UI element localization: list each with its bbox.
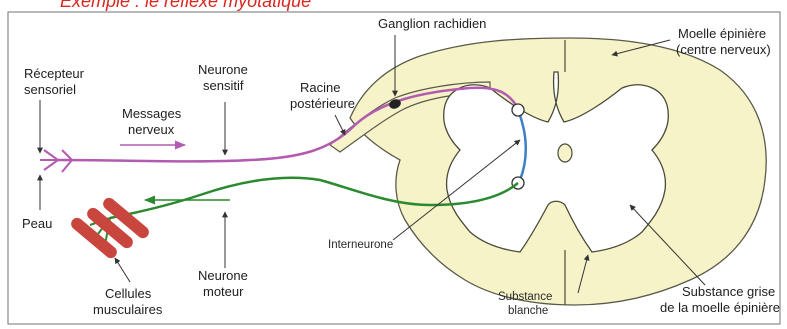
label-recepteur-2: sensoriel — [24, 82, 76, 97]
label-recepteur-1: Récepteur — [24, 66, 85, 81]
label-substance-blanche-1: Substance — [498, 291, 552, 303]
label-neurone-sensitif-1: Neurone — [198, 62, 248, 77]
label-racine-1: Racine — [300, 80, 340, 95]
label-moelle-2: (centre nerveux) — [676, 42, 771, 57]
label-ganglion: Ganglion rachidien — [378, 16, 486, 31]
label-moelle-1: Moelle épinière — [678, 26, 766, 41]
label-messages-1: Messages — [122, 106, 182, 121]
leader-racine — [335, 115, 345, 135]
label-interneurone: Interneurone — [328, 239, 393, 251]
label-substance-grise-2: de la moelle épinière — [660, 300, 780, 315]
label-neurone-moteur-2: moteur — [203, 284, 244, 299]
label-cellules-1: Cellules — [105, 286, 152, 301]
label-substance-blanche-2: blanche — [508, 305, 548, 317]
interneuron-cell-body — [512, 104, 524, 116]
label-substance-grise-1: Substance grise — [682, 284, 775, 299]
label-neurone-moteur-1: Neurone — [198, 268, 248, 283]
label-messages-2: nerveux — [128, 122, 175, 137]
label-racine-2: postérieure — [290, 96, 355, 111]
leader-cellules — [115, 258, 130, 282]
central-canal — [558, 144, 572, 162]
label-cellules-2: musculaires — [93, 302, 163, 317]
muscle-cells — [69, 195, 152, 260]
label-neurone-sensitif-2: sensitif — [203, 78, 244, 93]
label-peau: Peau — [22, 216, 52, 231]
